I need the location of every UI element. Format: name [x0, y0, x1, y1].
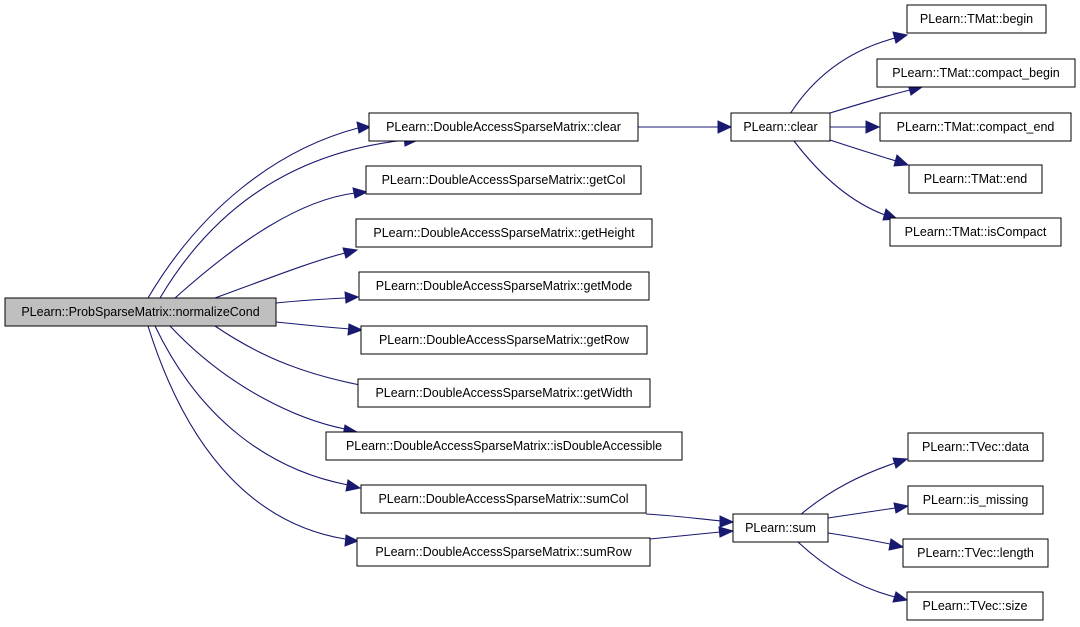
node-getcol-label: PLearn::DoubleAccessSparseMatrix::getCol [382, 173, 626, 187]
node-is-missing[interactable]: PLearn::is_missing [907, 485, 1044, 515]
node-getrow[interactable]: PLearn::DoubleAccessSparseMatrix::getRow [360, 325, 648, 355]
node-getrow-label: PLearn::DoubleAccessSparseMatrix::getRow [379, 333, 630, 347]
node-tmat-begin[interactable]: PLearn::TMat::begin [906, 4, 1047, 34]
node-root[interactable]: PLearn::ProbSparseMatrix::normalizeCond [4, 297, 277, 327]
edge-root-to-getrow [275, 321, 364, 336]
node-sumcol[interactable]: PLearn::DoubleAccessSparseMatrix::sumCol [360, 484, 647, 514]
edge-pclear-to-compactbegin [829, 83, 924, 114]
node-getwidth[interactable]: PLearn::DoubleAccessSparseMatrix::getWid… [357, 378, 651, 408]
node-getcol[interactable]: PLearn::DoubleAccessSparseMatrix::getCol [365, 165, 642, 195]
node-sumrow[interactable]: PLearn::DoubleAccessSparseMatrix::sumRow [356, 537, 651, 567]
node-getheight-label: PLearn::DoubleAccessSparseMatrix::getHei… [373, 226, 635, 240]
edge-sum-to-tvecsize [797, 541, 909, 603]
edge-root-to-clear-1 [147, 121, 372, 299]
node-pclear-label: PLearn::clear [743, 120, 817, 134]
edge-sum-to-ismissing [827, 502, 910, 519]
node-tmat-iscompact[interactable]: PLearn::TMat::isCompact [889, 217, 1062, 247]
node-tvec-data[interactable]: PLearn::TVec::data [907, 432, 1044, 462]
node-tmat-compact-end[interactable]: PLearn::TMat::compact_end [879, 112, 1072, 142]
node-tvec-size[interactable]: PLearn::TVec::size [906, 591, 1044, 621]
node-tmat-compact-begin-label: PLearn::TMat::compact_begin [892, 66, 1059, 80]
edge-root-to-getmode [275, 291, 360, 304]
node-tmat-compact-begin[interactable]: PLearn::TMat::compact_begin [876, 58, 1076, 88]
node-psum[interactable]: PLearn::sum [732, 513, 829, 543]
edge-root-to-isdoubleaccessible [169, 325, 359, 437]
node-tmat-begin-label: PLearn::TMat::begin [920, 12, 1033, 26]
node-clear-label: PLearn::DoubleAccessSparseMatrix::clear [386, 120, 621, 134]
node-getheight[interactable]: PLearn::DoubleAccessSparseMatrix::getHei… [355, 218, 653, 248]
edge-sum-to-tvecdata [799, 457, 909, 516]
node-tmat-end-label: PLearn::TMat::end [924, 172, 1028, 186]
edge-clear-to-pclear [638, 120, 733, 134]
node-tmat-compact-end-label: PLearn::TMat::compact_end [897, 120, 1055, 134]
edge-sumrow-to-sum [649, 526, 735, 540]
edge-root-to-getwidth [214, 325, 374, 392]
node-isdoubleaccessible-label: PLearn::DoubleAccessSparseMatrix::isDoub… [346, 439, 662, 453]
node-isdoubleaccessible[interactable]: PLearn::DoubleAccessSparseMatrix::isDoub… [325, 431, 683, 461]
node-tmat-end[interactable]: PLearn::TMat::end [908, 164, 1043, 194]
node-sumcol-label: PLearn::DoubleAccessSparseMatrix::sumCol [378, 492, 628, 506]
edge-pclear-to-iscompact [793, 140, 899, 221]
node-root-label: PLearn::ProbSparseMatrix::normalizeCond [21, 305, 259, 319]
edge-root-to-getcol [174, 187, 369, 299]
node-psum-label: PLearn::sum [745, 521, 816, 535]
node-is-missing-label: PLearn::is_missing [923, 493, 1029, 507]
node-sumrow-label: PLearn::DoubleAccessSparseMatrix::sumRow [375, 545, 632, 559]
node-tvec-data-label: PLearn::TVec::data [922, 440, 1029, 454]
edge-pclear-to-compactend [830, 120, 881, 134]
node-tvec-length[interactable]: PLearn::TVec::length [902, 538, 1049, 568]
edge-pclear-to-tmatbegin [789, 31, 909, 115]
node-tvec-size-label: PLearn::TVec::size [923, 599, 1028, 613]
edge-sumcol-to-sum [645, 513, 735, 528]
edge-root-to-getheight [214, 247, 359, 299]
node-getmode[interactable]: PLearn::DoubleAccessSparseMatrix::getMod… [358, 271, 650, 301]
node-clear[interactable]: PLearn::DoubleAccessSparseMatrix::clear [368, 112, 639, 142]
node-tvec-length-label: PLearn::TVec::length [917, 546, 1034, 560]
edge-sum-to-tveclength [827, 532, 905, 551]
node-getwidth-label: PLearn::DoubleAccessSparseMatrix::getWid… [375, 386, 632, 400]
node-getmode-label: PLearn::DoubleAccessSparseMatrix::getMod… [376, 279, 632, 293]
edge-root-to-sumcol [154, 325, 362, 492]
edge-pclear-to-tmatend [829, 139, 910, 167]
node-tmat-iscompact-label: PLearn::TMat::isCompact [905, 225, 1047, 239]
edge-root-to-sumrow [147, 325, 360, 547]
node-pclear[interactable]: PLearn::clear [730, 112, 831, 142]
